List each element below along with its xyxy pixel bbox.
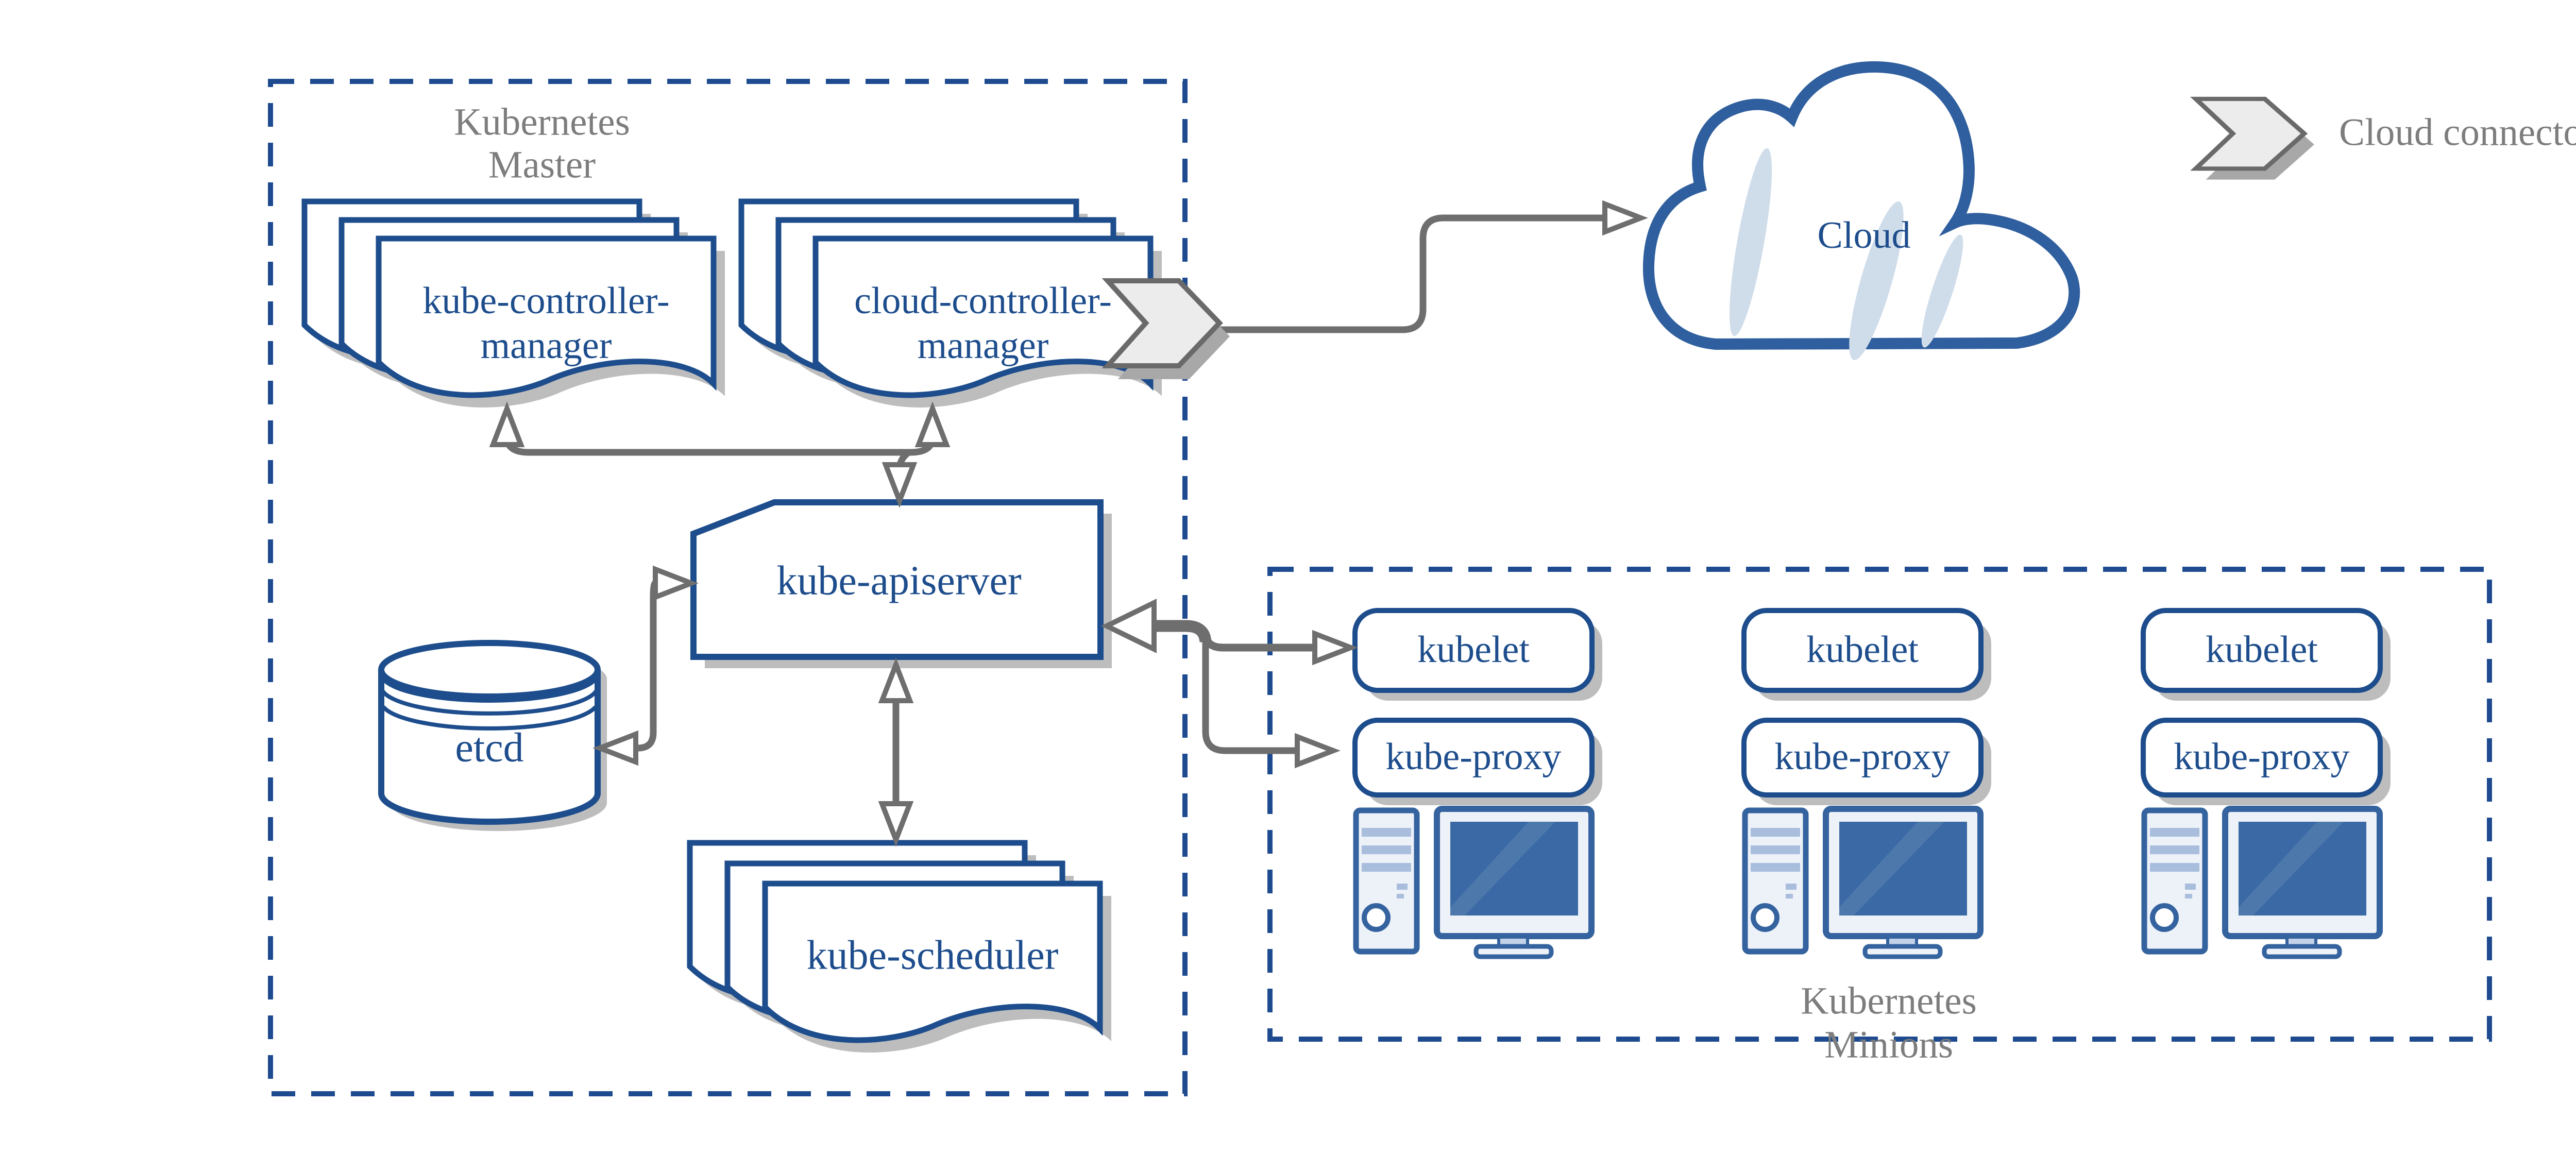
controllers-junction-line <box>503 436 936 456</box>
kube-controller-manager-label-line2: manager <box>480 325 612 367</box>
arrowhead-up-cloud-controller <box>914 401 951 447</box>
arrowhead-right-apiserver-left <box>653 565 699 601</box>
master-region-border <box>268 79 1188 1096</box>
kube-apiserver-label: kube-apiserver <box>776 558 1022 604</box>
kubelet-box-2 <box>1741 608 1984 693</box>
branch-to-kubelet-line <box>1201 635 1313 652</box>
arrowhead-down-apiserver-top <box>882 462 918 508</box>
kube-proxy-label-3: kube-proxy <box>2174 736 2350 778</box>
branch-to-kube-proxy-line <box>1202 641 1295 754</box>
arrowhead-left-apiserver-right <box>1100 598 1157 654</box>
minion-node-boxes <box>1352 608 2391 805</box>
arrowhead-down-scheduler <box>878 801 914 847</box>
master-region-label-line1: Kubernetes <box>454 100 630 144</box>
etcd-cylinder <box>378 640 607 831</box>
kube-apiserver-box <box>690 499 1112 668</box>
kube-controller-manager-stack <box>301 198 725 408</box>
connector-to-cloud-line <box>1220 214 1603 333</box>
kube-controller-manager-label-line1: kube-controller- <box>422 280 670 323</box>
kubelet-to-apiserver-thick-line <box>1151 620 1212 643</box>
cloud-accent-streak <box>1921 234 1963 348</box>
kubelet-box-3 <box>2141 608 2383 693</box>
arrowhead-right-kube-proxy <box>1295 733 1341 769</box>
kube-proxy-box-3 <box>2141 718 2383 798</box>
minions-region-border <box>1267 567 2492 1042</box>
kube-proxy-box-2 <box>1741 718 1984 798</box>
cloud-shape <box>1642 61 2080 361</box>
kube-proxy-box-1 <box>1352 718 1595 798</box>
cloud-controller-manager-stack <box>738 198 1162 408</box>
kube-proxy-label-2: kube-proxy <box>1774 736 1951 778</box>
cloud-accent-streak <box>1729 148 1772 336</box>
master-region-label-line2: Master <box>488 143 596 186</box>
etcd-apiserver-line <box>635 580 658 752</box>
arrowheads <box>489 200 1648 847</box>
kube-scheduler-label: kube-scheduler <box>806 932 1059 978</box>
cloud-controller-manager-label-line1: cloud-controller- <box>854 280 1112 323</box>
arrowhead-up-kube-controller <box>489 401 525 447</box>
cloud-label: Cloud <box>1817 214 1911 257</box>
kube-scheduler-stack <box>687 840 1111 1053</box>
kubelet-label-2: kubelet <box>1806 629 1919 671</box>
kubelet-label-1: kubelet <box>1417 629 1530 671</box>
arrowhead-left-etcd <box>592 730 638 766</box>
minions-region-label-line2: Minions <box>1824 1023 1954 1066</box>
arrowhead-up-apiserver-bottom <box>878 657 914 703</box>
legend-label: Cloud connector <box>2339 111 2576 154</box>
kubelet-box-1 <box>1352 608 1595 693</box>
kube-proxy-label-1: kube-proxy <box>1385 736 1562 778</box>
etcd-label: etcd <box>455 725 524 771</box>
cloud-controller-manager-label-line2: manager <box>917 325 1049 367</box>
legend-chevron-icon <box>2196 99 2314 180</box>
arrowhead-right-cloud <box>1602 200 1648 236</box>
desktop-computer-icon <box>2144 809 2380 957</box>
arrowhead-right-kubelet <box>1312 630 1358 666</box>
cloud-accent-streak <box>1849 201 1904 361</box>
desktop-computer-icon <box>1356 809 1591 957</box>
kubelet-label-3: kubelet <box>2206 629 2318 671</box>
minions-region-label-line1: Kubernetes <box>1801 979 1977 1023</box>
desktop-computer-icon <box>1745 809 1980 957</box>
